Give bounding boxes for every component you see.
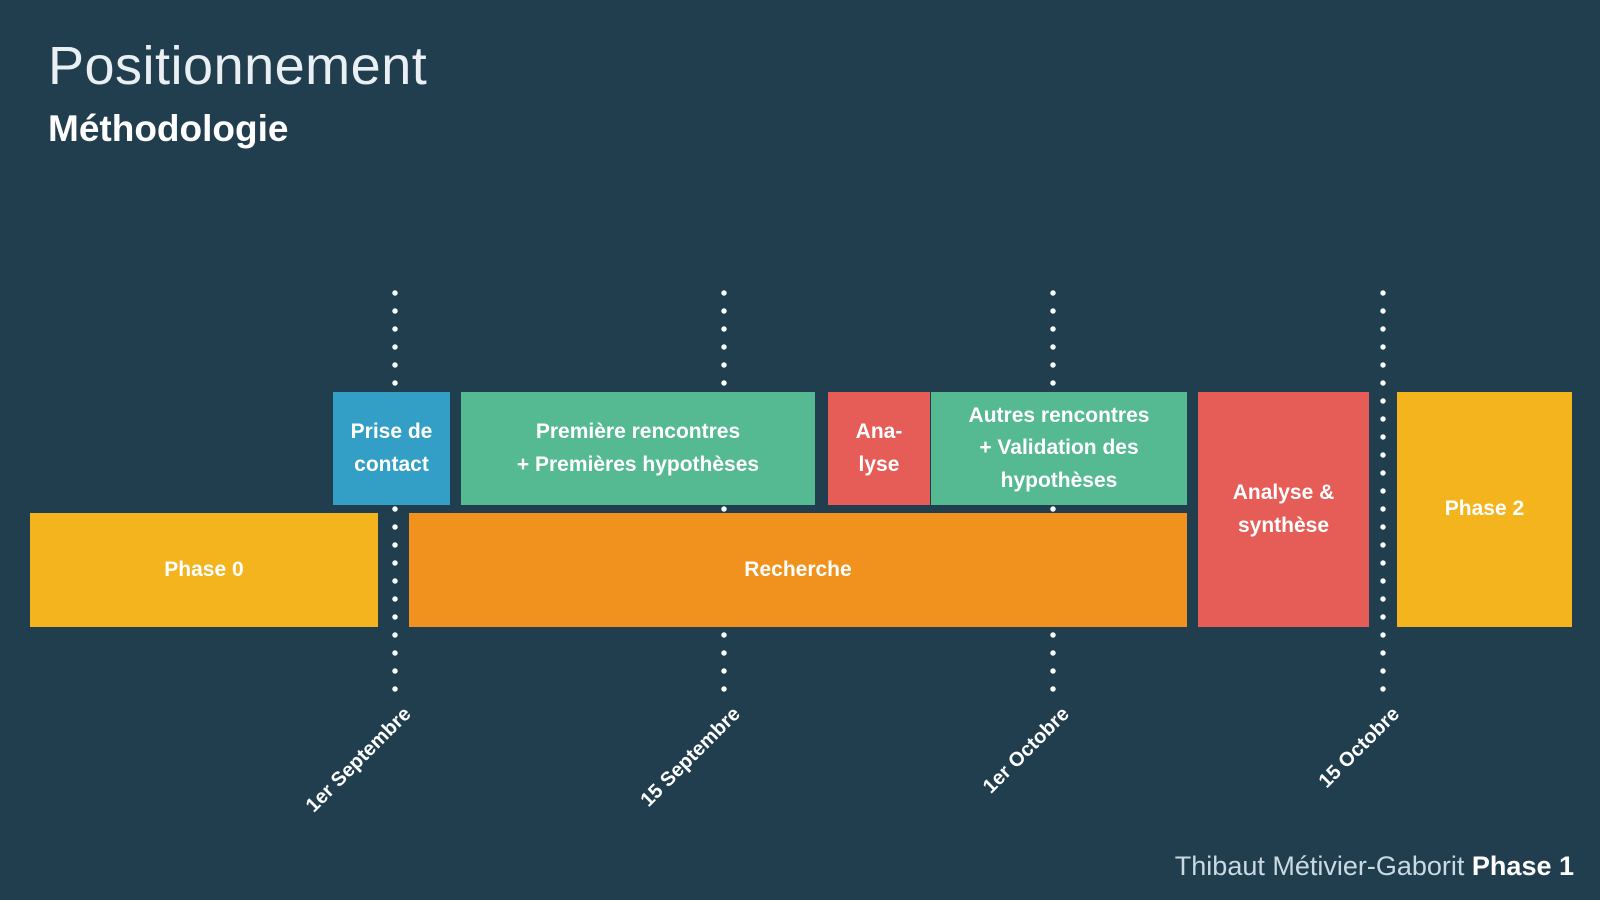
block-autres-rencontres: Autres rencontres + Validation des hypot… <box>931 392 1187 505</box>
block-recherche: Recherche <box>409 513 1187 627</box>
block-phase-0: Phase 0 <box>30 513 378 627</box>
block-prise-de-contact-label: Prise de contact <box>350 419 433 476</box>
block-phase-2: Phase 2 <box>1397 392 1572 627</box>
block-premieres-rencontres: Première rencontres + Premières hypothès… <box>461 392 815 505</box>
block-analyse-synthese: Analyse & synthèse <box>1198 392 1369 627</box>
page-subtitle: Méthodologie <box>48 108 289 150</box>
block-analyse: Ana- lyse <box>828 392 930 505</box>
header: Positionnement Méthodologie <box>48 36 427 150</box>
block-analyse-label: Ana- lyse <box>855 419 903 476</box>
milestone-label-1er-septembre: 1er Septembre <box>301 703 416 817</box>
block-recherche-label: Recherche <box>744 557 852 581</box>
footer-author: Thibaut Métivier-Gaborit <box>1174 851 1465 881</box>
block-phase-2-label: Phase 2 <box>1444 497 1525 521</box>
page-title: Positionnement <box>48 36 428 96</box>
block-premieres-rencontres-label: Première rencontres + Premières hypothès… <box>516 419 760 476</box>
block-autres-rencontres-label: Autres rencontres + Validation des hypot… <box>968 403 1150 492</box>
block-prise-de-contact: Prise de contact <box>333 392 450 505</box>
milestone-label-15-octobre: 15 Octobre <box>1314 703 1404 793</box>
footer: Thibaut Métivier-Gaborit Phase 1 <box>1175 851 1574 882</box>
block-analyse-synthese-label: Analyse & synthèse <box>1232 480 1335 537</box>
milestone-label-1er-octobre: 1er Octobre <box>978 703 1074 798</box>
milestone-line-15-octobre <box>1378 284 1388 704</box>
footer-phase-badge: Phase 1 <box>1471 851 1574 881</box>
block-phase-0-label: Phase 0 <box>164 557 244 581</box>
milestone-label-15-septembre: 15 Septembre <box>636 703 745 812</box>
